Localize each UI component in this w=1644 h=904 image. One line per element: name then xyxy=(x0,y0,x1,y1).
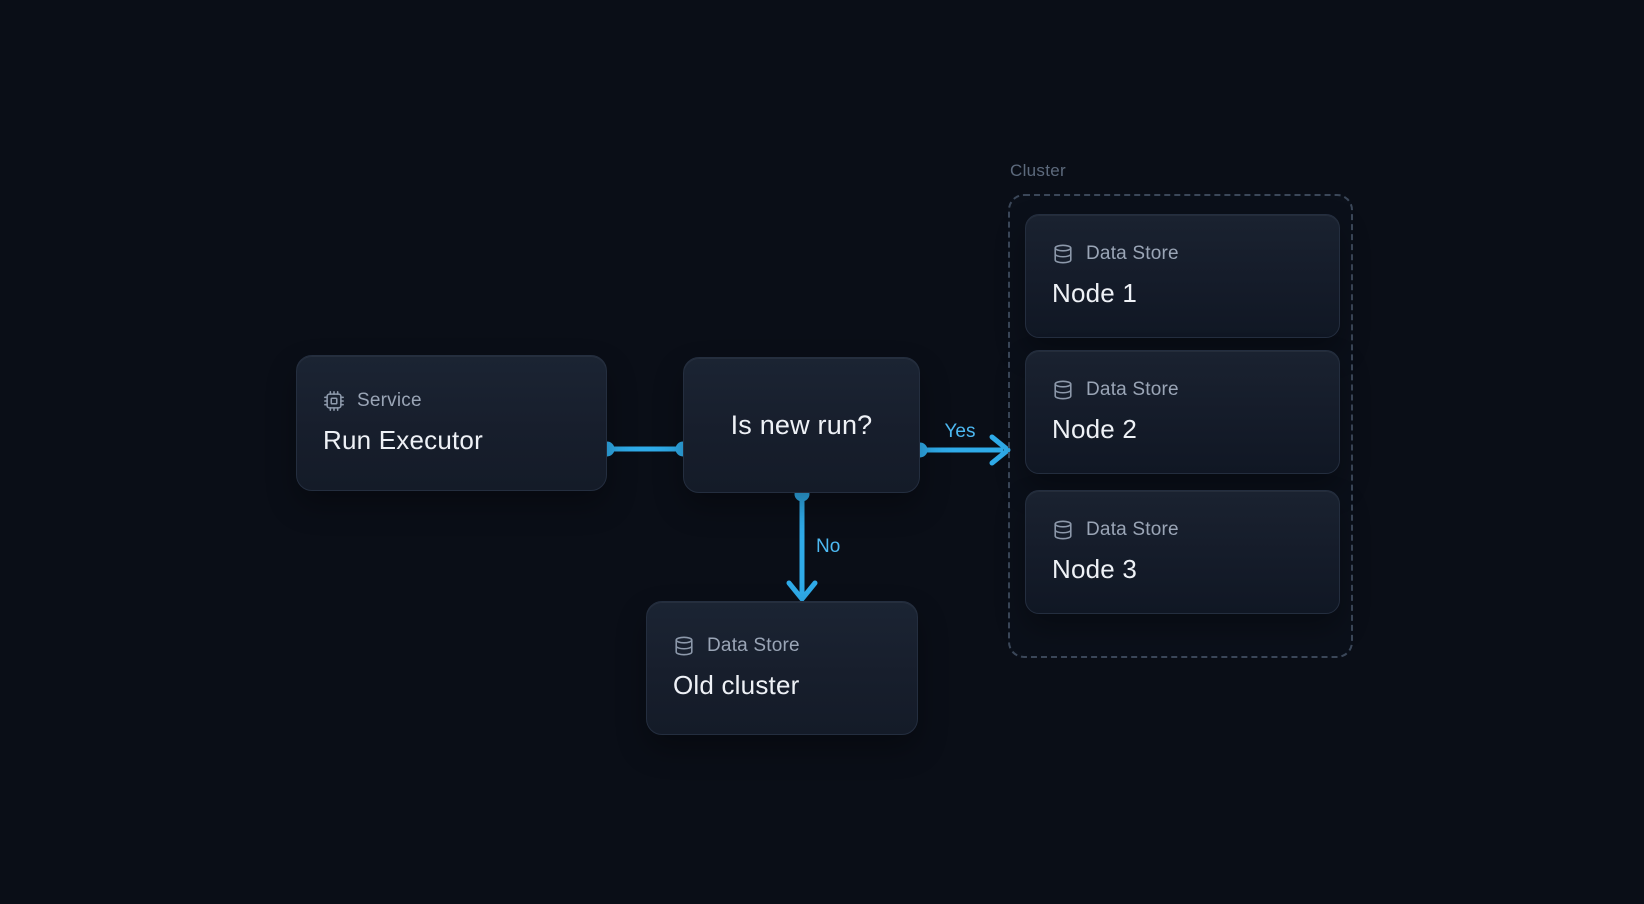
database-icon xyxy=(1054,244,1072,264)
node-title: Node 3 xyxy=(1052,554,1138,584)
database-icon xyxy=(675,636,693,656)
node-type-row: Data Store xyxy=(673,635,917,657)
edge-service-to-decision xyxy=(599,441,691,457)
node-type-label: Data Store xyxy=(1086,519,1179,540)
database-icon xyxy=(1054,520,1072,540)
cluster-label: Cluster xyxy=(1010,161,1066,180)
node-type-label: Service xyxy=(357,390,422,411)
node-type-label: Data Store xyxy=(1086,243,1179,264)
node-cluster-node-2[interactable]: Data Store Node 2 xyxy=(1025,350,1340,474)
node-type-row: Data Store xyxy=(1052,519,1339,541)
node-decision[interactable]: Is new run? xyxy=(683,357,920,493)
edge-label-no: No xyxy=(816,536,841,557)
node-type-label: Data Store xyxy=(707,635,800,656)
node-cluster-node-3[interactable]: Data Store Node 3 xyxy=(1025,490,1340,614)
node-old-cluster[interactable]: Data Store Old cluster xyxy=(646,601,918,735)
node-type-row: Data Store xyxy=(1052,379,1339,401)
node-service[interactable]: Service Run Executor xyxy=(296,355,607,491)
node-title: Run Executor xyxy=(323,425,483,455)
node-title: Old cluster xyxy=(673,670,800,700)
node-type-row: Service xyxy=(323,390,606,412)
node-cluster-node-1[interactable]: Data Store Node 1 xyxy=(1025,214,1340,338)
edge-label-yes: Yes xyxy=(944,421,976,442)
cpu-icon xyxy=(324,391,344,411)
node-title: Is new run? xyxy=(730,409,873,440)
node-type-row: Data Store xyxy=(1052,243,1339,265)
arrowhead-down-icon xyxy=(786,580,818,602)
node-title: Node 2 xyxy=(1052,414,1138,444)
edge-no-decision-to-old-cluster xyxy=(786,486,818,602)
node-title: Node 1 xyxy=(1052,278,1138,308)
node-type-label: Data Store xyxy=(1086,379,1179,400)
cluster-container[interactable]: Data Store Node 1 Data Store Node 2 xyxy=(1008,194,1353,658)
database-icon xyxy=(1054,380,1072,400)
